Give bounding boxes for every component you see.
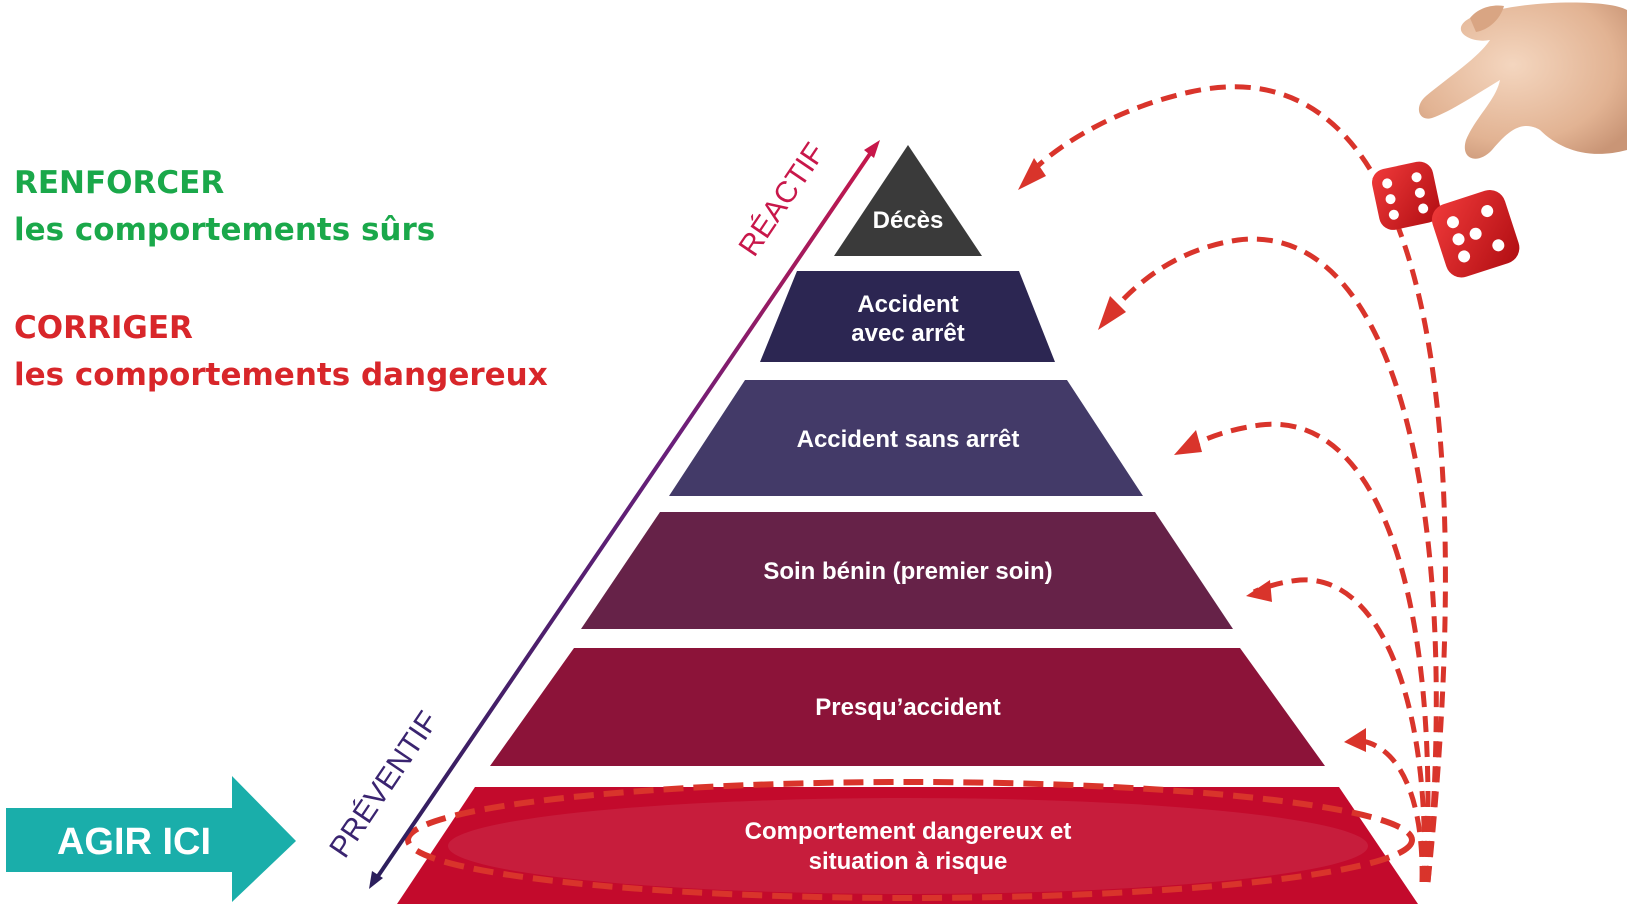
correct-subtitle: les comportements dangereux — [14, 357, 548, 393]
arrowhead-deces-icon — [1018, 158, 1046, 190]
label-accident-line1: Accident — [857, 291, 958, 318]
label-accident-line2: avec arrêt — [851, 320, 964, 347]
dashed-arrows — [1024, 84, 1448, 883]
base-glow — [448, 798, 1368, 894]
pyramid — [397, 145, 1418, 904]
action-arrow: AGIR ICI — [6, 776, 296, 902]
axis-label-preventif: PRÉVENTIF — [323, 706, 445, 864]
dashed-arrow-deces — [1024, 84, 1448, 883]
reinforce-block: RENFORCER les comportements sûrs — [14, 160, 435, 254]
label-deces: Décès — [873, 207, 944, 234]
axis-label-reactif: RÉACTIF — [733, 137, 832, 262]
axis-line — [372, 143, 878, 884]
dashed-arrow-heads — [1018, 158, 1366, 752]
label-comportement-line2: situation à risque — [809, 848, 1008, 875]
axis-arrow-bottom-icon — [369, 871, 383, 889]
label-presqu-accident: Presqu’accident — [815, 694, 1000, 721]
arrowhead-soin-icon — [1246, 580, 1272, 602]
level-deces — [834, 145, 982, 256]
level-presqu-accident — [490, 648, 1325, 766]
label-soin-benin: Soin bénin (premier soin) — [763, 558, 1052, 585]
die-left — [1372, 161, 1441, 230]
arrowhead-avec-arret-icon — [1098, 296, 1126, 330]
action-arrow-shape — [6, 776, 296, 902]
pyramid-labels: Décès Accident avec arrêt Accident sans … — [745, 207, 1072, 875]
dashed-arrow-sans-arret — [1184, 421, 1431, 883]
axis-arrow-top-icon — [864, 140, 880, 158]
arrowhead-presqu-icon — [1344, 728, 1366, 752]
action-arrow-label: AGIR ICI — [57, 821, 211, 863]
hand-illustration — [1418, 2, 1627, 159]
correct-title: CORRIGER — [14, 310, 193, 346]
die-right — [1431, 190, 1520, 278]
base-dashed-ellipse — [405, 779, 1415, 901]
level-soin-benin — [581, 512, 1233, 629]
label-comportement-line1: Comportement dangereux et — [745, 818, 1072, 845]
dashed-arrow-presqu — [1351, 737, 1425, 883]
level-accident-sans-arret — [669, 380, 1143, 496]
reinforce-title: RENFORCER — [14, 165, 225, 201]
reinforce-subtitle: les comportements sûrs — [14, 212, 436, 248]
hand-palm — [1418, 2, 1627, 159]
dashed-arrow-soin — [1252, 577, 1427, 883]
level-comportement-dangereux — [397, 787, 1418, 904]
level-accident-avec-arret — [760, 271, 1055, 362]
dashed-arrow-avec-arret — [1106, 236, 1439, 883]
arrowhead-sans-arret-icon — [1174, 430, 1202, 455]
correct-block: CORRIGER les comportements dangereux — [14, 305, 548, 399]
hand-thumb — [1470, 5, 1504, 32]
label-accident-sans-arret: Accident sans arrêt — [797, 426, 1020, 453]
dice-illustration — [1372, 161, 1520, 278]
